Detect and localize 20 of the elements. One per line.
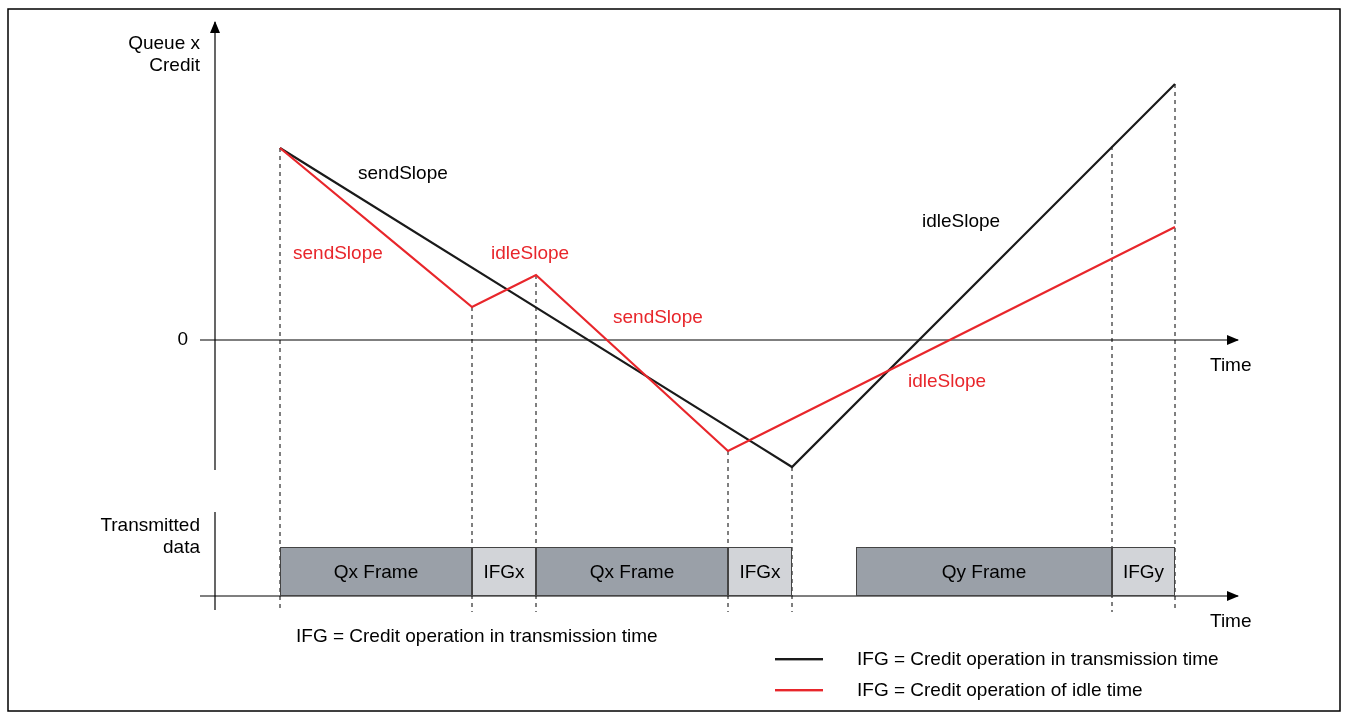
axis-value: 0: [177, 328, 188, 350]
frame-block: Qx Frame: [280, 547, 472, 596]
axis-title: Queue x Credit: [127, 32, 200, 76]
slope-label: idleSlope: [922, 210, 1001, 232]
legend-text: IFG = Credit operation in transmission time: [857, 648, 1219, 670]
frame-block: Qx Frame: [536, 547, 728, 596]
frame-block: IFGy: [1112, 547, 1175, 596]
legend-text: IFG = Credit operation of idle time: [857, 679, 1143, 701]
slope-label: idleSlope: [908, 370, 987, 392]
slope-label: sendSlope: [358, 162, 448, 184]
axis-title: Time: [1210, 354, 1252, 376]
frame-block: IFGx: [728, 547, 792, 596]
note-text: IFG = Credit operation in transmission time: [296, 625, 658, 647]
slope-label: idleSlope: [491, 242, 570, 264]
axis-title: Transmitted data: [99, 514, 200, 558]
slope-label: sendSlope: [613, 306, 703, 328]
axis-title: Time: [1210, 610, 1252, 632]
frame-block: Qy Frame: [856, 547, 1112, 596]
frame-block: IFGx: [472, 547, 536, 596]
slope-label: sendSlope: [293, 242, 383, 264]
